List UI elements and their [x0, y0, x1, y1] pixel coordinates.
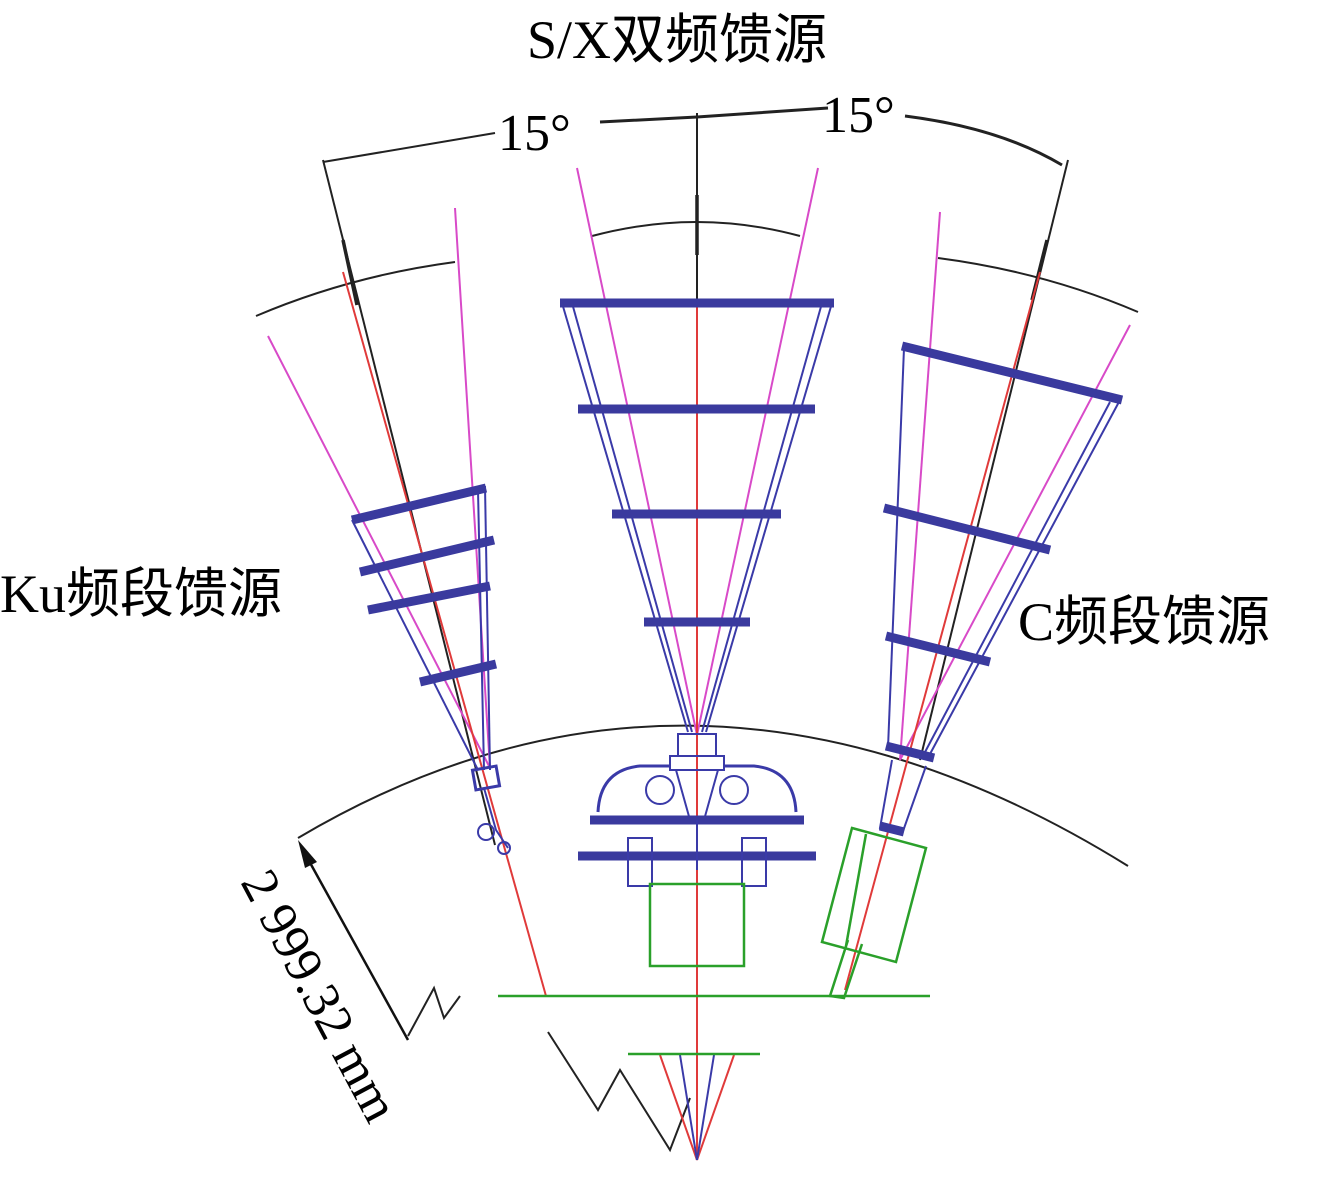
right-arc — [937, 257, 1139, 313]
beam-lines — [267, 167, 1131, 1161]
angle-label-left: 15° — [498, 105, 571, 162]
break-line-left — [407, 985, 461, 1037]
left-tick — [341, 239, 359, 306]
break-line-center — [547, 1031, 691, 1153]
top-dimension-line — [322, 132, 496, 163]
radius-label: 2 999.32 mm — [229, 861, 409, 1131]
dimension-arcs — [255, 106, 1139, 1155]
ku-feed-horn — [350, 483, 511, 855]
sx-feed-title: S/X双频馈源 — [527, 10, 827, 70]
focal-arc — [297, 724, 1129, 867]
c-feed-horn — [878, 341, 1124, 837]
top-dimension-line-right — [904, 114, 1063, 167]
green-mounts — [498, 826, 930, 1056]
ku-feed-label: Ku频段馈源 — [0, 564, 282, 624]
c-feed-label: C频段馈源 — [1018, 592, 1270, 652]
top-dimension-line-center — [599, 106, 829, 124]
radius-arrow-line — [301, 849, 410, 1041]
angle-label-right: 15° — [822, 87, 895, 144]
radius-arrowhead — [298, 840, 317, 868]
sx-feed-horn — [560, 298, 834, 887]
